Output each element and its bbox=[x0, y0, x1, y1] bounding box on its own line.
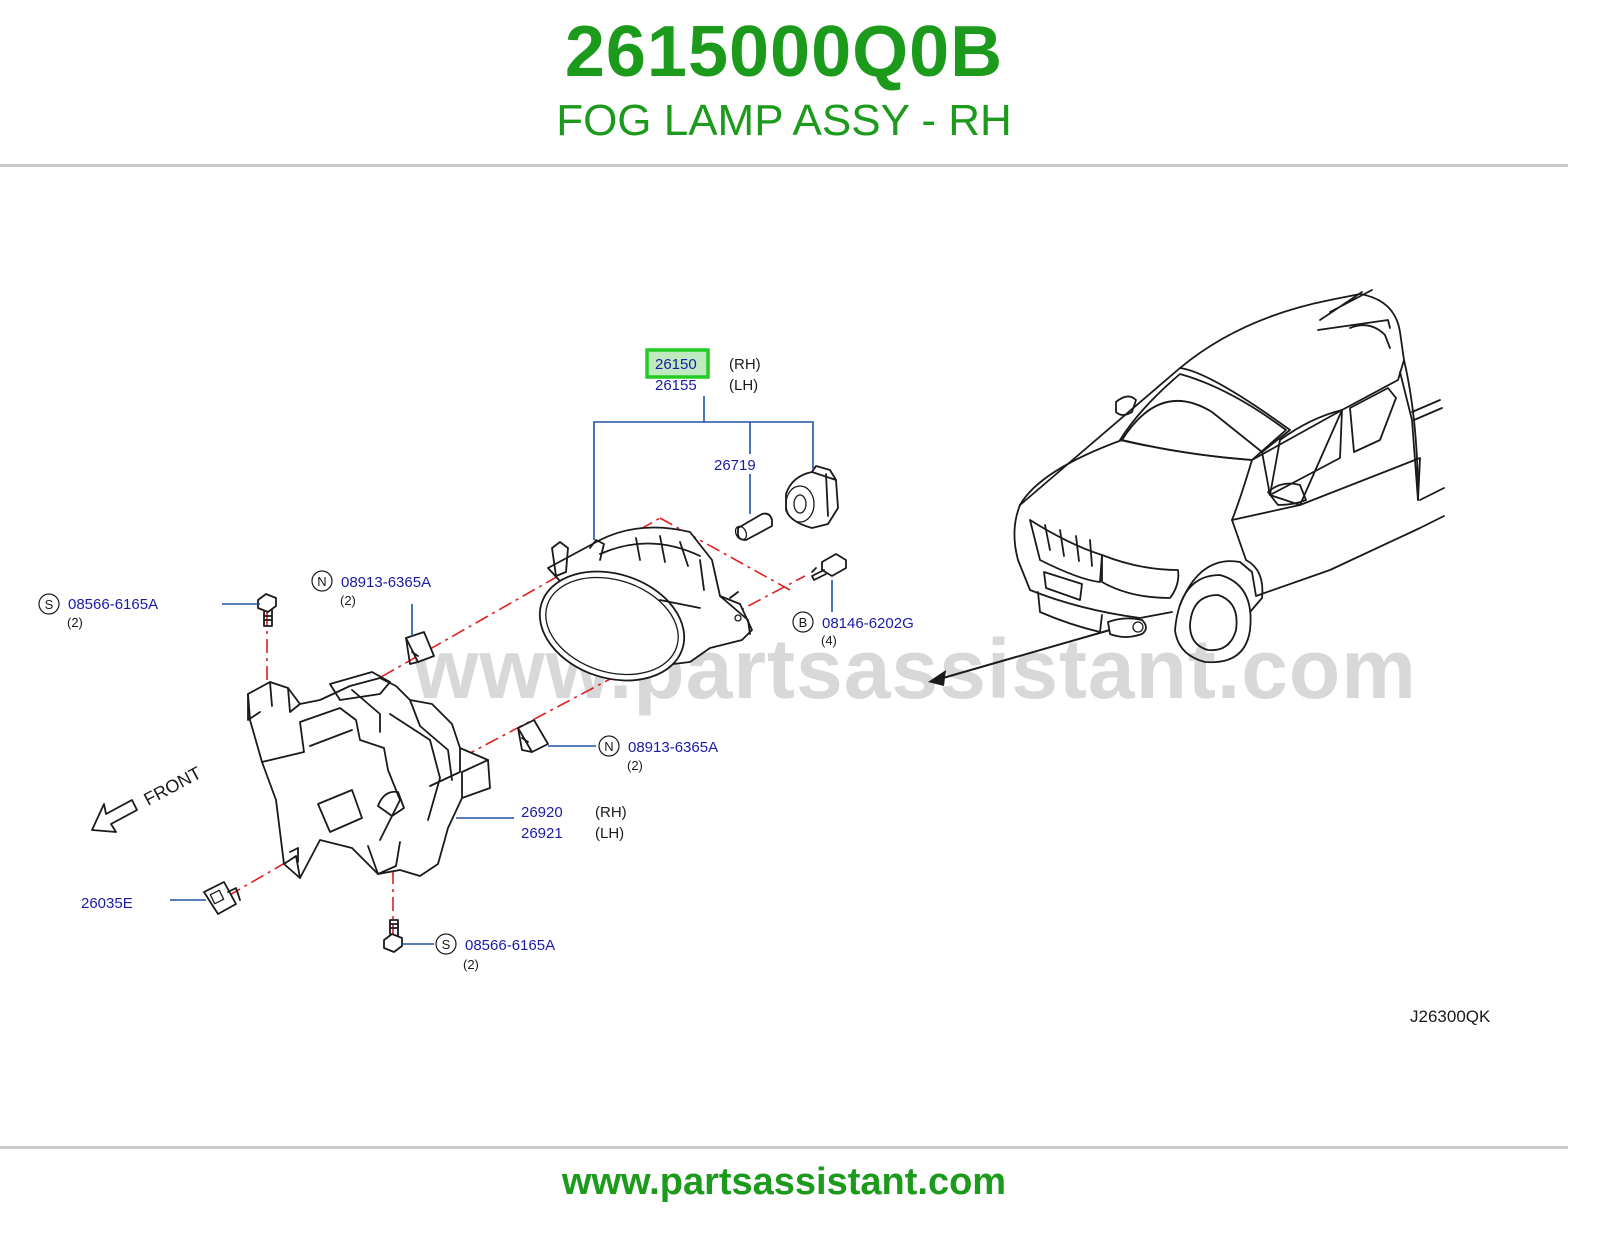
callout-26155-side: (LH) bbox=[729, 377, 758, 394]
bulb bbox=[734, 512, 773, 541]
callout-26921-side: (LH) bbox=[595, 825, 624, 842]
callout-26719[interactable]: 26719 bbox=[714, 457, 756, 474]
callout-26150-side: (RH) bbox=[729, 356, 761, 373]
figure-code: J26300QK bbox=[1410, 1007, 1491, 1026]
bulb-socket bbox=[785, 465, 839, 529]
part-description: FOG LAMP ASSY - RH bbox=[556, 96, 1012, 145]
leader-lines bbox=[170, 396, 833, 945]
callout-08146-6202G[interactable]: 08146-6202G bbox=[822, 615, 914, 632]
callout-qty-nut-mid: (2) bbox=[627, 758, 643, 773]
callout-26035E[interactable]: 26035E bbox=[81, 895, 133, 912]
callout-08566-6165A-top[interactable]: 08566-6165A bbox=[68, 596, 158, 613]
front-label: FRONT bbox=[140, 763, 204, 810]
front-arrow: FRONT bbox=[91, 763, 205, 833]
callout-26150[interactable]: 26150 bbox=[655, 356, 697, 373]
clip-part bbox=[203, 881, 241, 915]
callout-qty-screw-top: (2) bbox=[67, 615, 83, 630]
callout-26920[interactable]: 26920 bbox=[521, 804, 563, 821]
callout-s-circle-top bbox=[38, 593, 60, 615]
callout-n-letter-mid: N bbox=[604, 739, 613, 754]
header: 2615000Q0B FOG LAMP ASSY - RH bbox=[0, 0, 1568, 165]
callout-b-letter: B bbox=[799, 615, 808, 630]
vehicle-illustration bbox=[1013, 289, 1445, 664]
footer-url[interactable]: www.partsassistant.com bbox=[561, 1161, 1007, 1203]
callout-s-letter-top: S bbox=[45, 597, 54, 612]
callout-qty-nut-top: (2) bbox=[340, 593, 356, 608]
nut-clip-mid bbox=[517, 719, 549, 753]
callout-08913-6365A-top[interactable]: 08913-6365A bbox=[341, 574, 431, 591]
part-number-title: 2615000Q0B bbox=[564, 12, 1004, 92]
callout-qty-screw-bottom: (2) bbox=[463, 957, 479, 972]
callout-s-letter-bottom: S bbox=[442, 937, 451, 952]
callout-n-letter-top: N bbox=[317, 574, 326, 589]
diagram-svg: .ink { fill:none; stroke:#1a1a1a; stroke… bbox=[38, 289, 1491, 1026]
callout-26921[interactable]: 26921 bbox=[521, 825, 563, 842]
parts-diagram: .ink { fill:none; stroke:#1a1a1a; stroke… bbox=[0, 168, 1568, 1148]
screw-bottom bbox=[383, 919, 403, 953]
callout-s-circle-bottom bbox=[435, 933, 457, 955]
location-arrow-head bbox=[928, 670, 946, 686]
callout-26920-side: (RH) bbox=[595, 804, 627, 821]
bolt-part bbox=[811, 553, 847, 581]
highlight-box bbox=[645, 348, 710, 379]
bracket-assy bbox=[247, 671, 491, 879]
header-divider bbox=[0, 164, 1568, 167]
callout-n-circle-top bbox=[311, 570, 333, 592]
screw-top bbox=[257, 593, 277, 627]
callout-b-circle bbox=[792, 611, 814, 633]
callout-08566-6165A-bottom[interactable]: 08566-6165A bbox=[465, 937, 555, 954]
callout-qty-bolt: (4) bbox=[821, 633, 837, 648]
callout-08913-6365A-mid[interactable]: 08913-6365A bbox=[628, 739, 718, 756]
callout-26155[interactable]: 26155 bbox=[655, 377, 697, 394]
nut-clip-top bbox=[405, 631, 435, 665]
callout-n-circle-mid bbox=[598, 735, 620, 757]
fog-lamp-assy bbox=[538, 526, 753, 682]
footer-divider bbox=[0, 1146, 1568, 1149]
location-arrow bbox=[935, 629, 1111, 681]
